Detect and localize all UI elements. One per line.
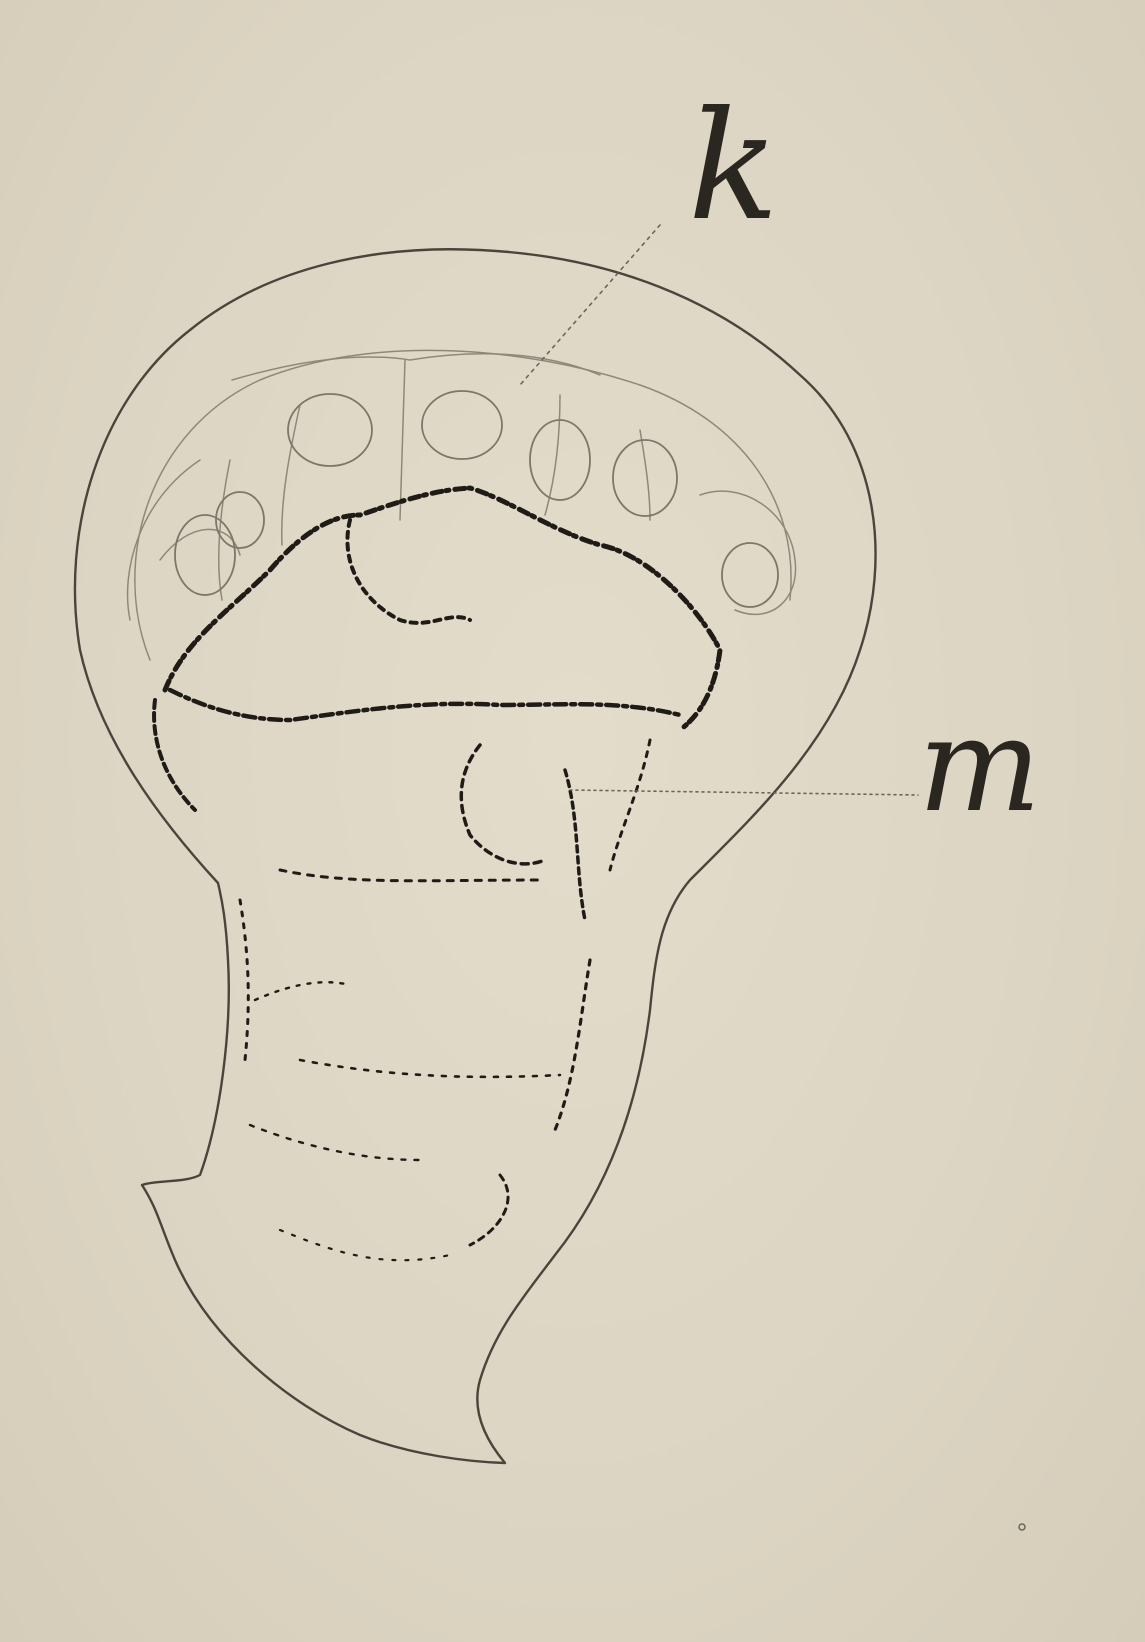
dense-central-mass (154, 488, 720, 1260)
specimen-outline (75, 249, 876, 1463)
label-k: k (688, 92, 779, 242)
label-m: m (918, 700, 1041, 830)
paper-speck (1019, 1524, 1025, 1530)
leader-line-k (520, 225, 660, 385)
leader-line-m (570, 790, 918, 795)
